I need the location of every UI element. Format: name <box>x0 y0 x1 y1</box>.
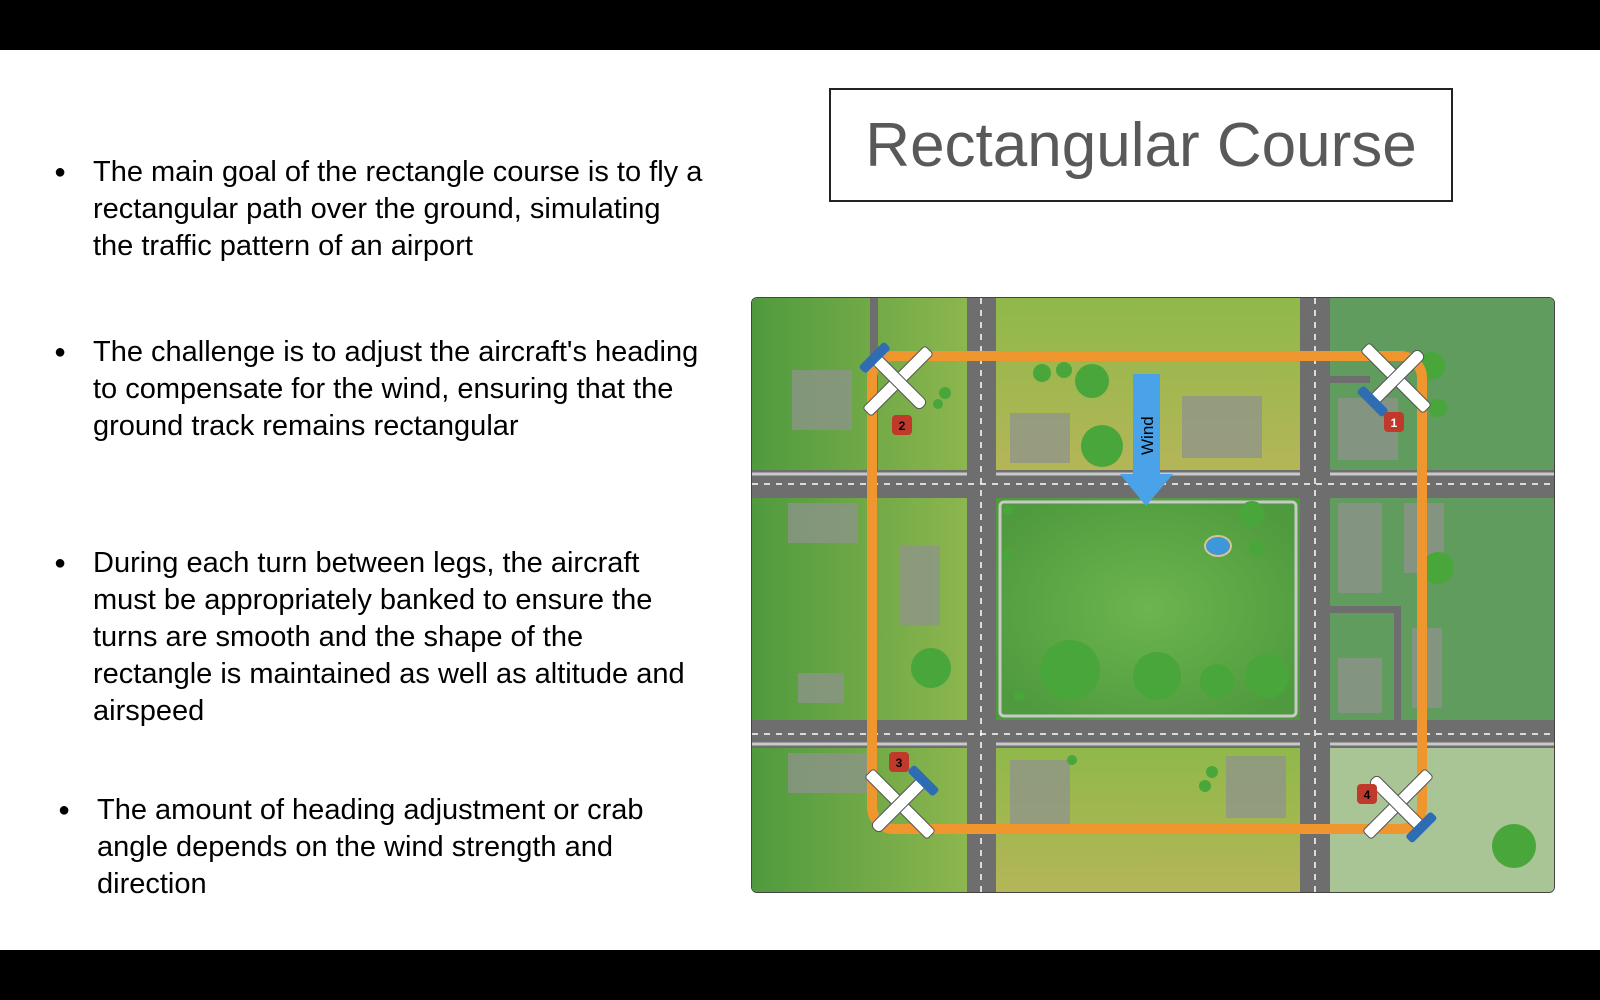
marker-badge <box>1384 412 1404 432</box>
building <box>788 753 868 793</box>
bullet-dot: ● <box>54 341 67 363</box>
marker-badge <box>1357 784 1377 804</box>
tree <box>1067 755 1077 765</box>
tree <box>911 648 951 688</box>
tree <box>1075 364 1109 398</box>
marker-label: 3 <box>896 756 903 770</box>
marker-2: 2 <box>892 415 912 435</box>
wind-label: Wind <box>1138 416 1157 455</box>
tree <box>933 399 943 409</box>
marker-1: 1 <box>1384 412 1404 432</box>
rectangular-course-diagram: Wind <box>751 297 1555 893</box>
tree <box>1492 824 1536 868</box>
building <box>1338 503 1382 593</box>
airplane-icon <box>859 342 933 416</box>
tree <box>1249 540 1265 556</box>
marker-badge <box>892 415 912 435</box>
parcel <box>752 298 967 473</box>
airplane-icon <box>865 765 939 839</box>
airplane-tail <box>1357 386 1388 417</box>
tree <box>1199 780 1211 792</box>
bullet-text: The challenge is to adjust the aircraft'… <box>93 336 699 442</box>
airplane-icon <box>1357 343 1431 417</box>
airplane-tail <box>859 342 890 373</box>
marker-3: 3 <box>889 752 909 772</box>
marker-label: 1 <box>1391 416 1398 430</box>
bullet-item: ● The challenge is to adjust the aircraf… <box>50 334 710 445</box>
building <box>1182 396 1262 458</box>
tree <box>1133 652 1181 700</box>
bullet-item: ● The main goal of the rectangle course … <box>50 154 710 265</box>
building <box>798 673 844 703</box>
pond <box>1204 535 1232 557</box>
wind-arrow-head <box>1120 474 1173 506</box>
road-small <box>1394 606 1401 720</box>
tree <box>1200 664 1234 698</box>
tree <box>1040 640 1100 700</box>
tree <box>1239 501 1265 527</box>
tree <box>939 387 951 399</box>
tree <box>1033 364 1051 382</box>
wind-arrow-shaft <box>1133 374 1160 476</box>
bullet-text: The amount of heading adjustment or crab… <box>97 794 644 900</box>
tree <box>1003 505 1013 515</box>
tree <box>1206 766 1218 778</box>
tree <box>1422 552 1454 584</box>
bullet-item: ● During each turn between legs, the air… <box>50 545 710 730</box>
bullet-dot: ● <box>54 552 67 574</box>
marker-label: 4 <box>1364 788 1371 802</box>
building <box>1010 760 1070 830</box>
bullet-dot: ● <box>58 799 71 821</box>
marker-4: 4 <box>1357 784 1377 804</box>
tree <box>1429 399 1447 417</box>
marker-label: 2 <box>899 419 906 433</box>
tree <box>1081 425 1123 467</box>
airplane-icon <box>1363 769 1437 843</box>
building <box>1010 413 1070 463</box>
building <box>900 546 940 626</box>
bullet-dot: ● <box>54 161 67 183</box>
building <box>1338 658 1382 713</box>
marker-badge <box>889 752 909 772</box>
tree <box>1245 654 1289 698</box>
tree <box>1056 362 1072 378</box>
road-small <box>1330 376 1370 383</box>
slide-title: Rectangular Course <box>865 110 1417 180</box>
tree <box>1014 691 1024 701</box>
airplane-tail <box>1406 812 1437 843</box>
tree <box>1002 549 1012 559</box>
bullet-item: ● The amount of heading adjustment or cr… <box>54 792 714 903</box>
slide: ● The main goal of the rectangle course … <box>0 50 1600 950</box>
building <box>792 370 852 430</box>
building <box>1226 756 1286 818</box>
bullet-text: The main goal of the rectangle course is… <box>93 156 703 262</box>
parcel <box>1330 748 1554 892</box>
road-small <box>1330 606 1400 613</box>
building <box>788 503 858 543</box>
wind-arrow: Wind <box>1120 374 1173 506</box>
ground-track <box>867 351 1427 834</box>
buildings <box>788 370 1444 830</box>
airplane-tail <box>908 765 939 796</box>
bullet-text: During each turn between legs, the aircr… <box>93 547 685 727</box>
course-map: Wind <box>752 298 1554 892</box>
title-box: Rectangular Course <box>829 88 1453 202</box>
